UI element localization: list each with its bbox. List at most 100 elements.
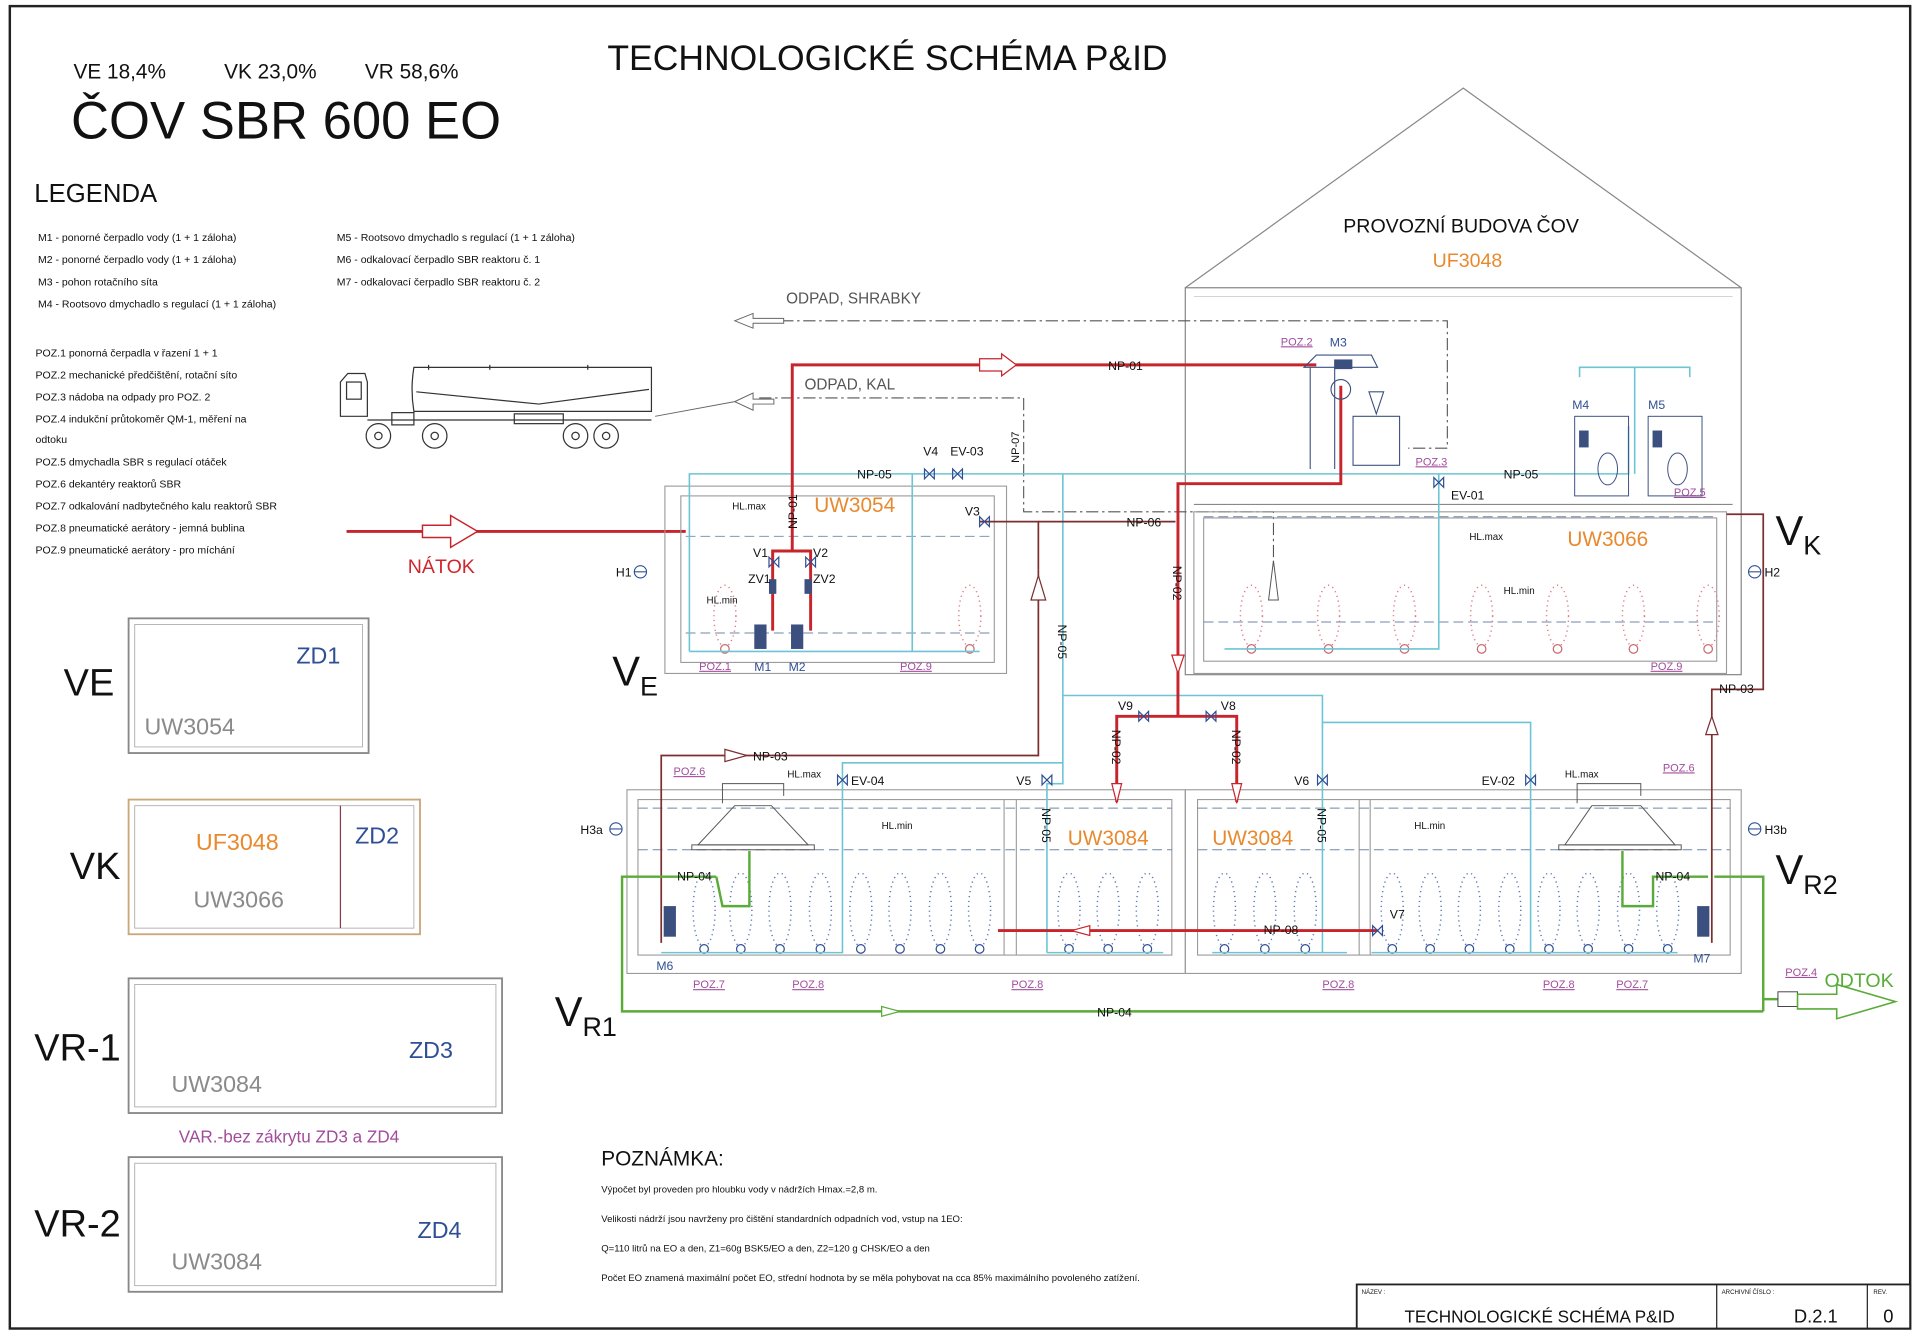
tank-code: UW3084 xyxy=(1212,827,1293,850)
pipe-label-np07: NP-07 xyxy=(1010,432,1022,463)
title-block-archive-label: ARCHIVNÍ ČÍSLO : xyxy=(1722,1289,1775,1296)
level-label: H3a xyxy=(580,823,603,837)
legend-item: M7 - odkalovací čerpadlo SBR reaktoru č.… xyxy=(337,276,541,288)
pos-label: POZ.9 xyxy=(900,661,932,673)
aerator-plume xyxy=(958,584,982,648)
motor-label: M2 xyxy=(789,660,806,674)
pipe-label-np05: NP-05 xyxy=(1504,468,1539,482)
tank-uw3054: UW3054 xyxy=(664,485,1008,674)
valve-label: EV-01 xyxy=(1451,489,1485,503)
pos-label: POZ.5 xyxy=(1674,487,1706,499)
zone-building-code: UF3048 xyxy=(196,829,279,855)
aerator-plume xyxy=(1621,584,1646,648)
sludge-pipes xyxy=(660,513,1765,943)
title-block-archive: D.2.1 xyxy=(1794,1305,1838,1326)
operations-building: PROVOZNÍ BUDOVA ČOV UF3048 xyxy=(1184,87,1742,676)
aerator-plume xyxy=(768,872,792,948)
legend-item: odtoku xyxy=(36,434,68,446)
valve-label: EV-02 xyxy=(1482,774,1516,788)
zone-cover-code: ZD2 xyxy=(355,823,399,849)
plant-title: ČOV SBR 600 EO xyxy=(71,91,501,150)
pipe-label-np08: NP-08 xyxy=(1264,923,1299,937)
valve-label: V7 xyxy=(1390,907,1405,921)
pipe-label-np03: NP-03 xyxy=(753,749,788,763)
aerator-plume xyxy=(1696,584,1720,648)
aerator-icon xyxy=(974,944,985,954)
blower-m5-icon xyxy=(1647,415,1703,497)
legend-item: M6 - odkalovací čerpadlo SBR reaktoru č.… xyxy=(337,254,541,266)
valve-label: ZV2 xyxy=(813,572,836,586)
valve-label: V9 xyxy=(1118,699,1133,713)
aerator-icon xyxy=(1476,644,1487,654)
pos-label: POZ.1 xyxy=(699,661,731,673)
legend-item: POZ.3 nádoba na odpady pro POZ. 2 xyxy=(36,391,211,403)
waste-screenings-label: ODPAD, SHRABKY xyxy=(786,291,921,308)
legend-positions: POZ.1 ponorná čerpadla v řazení 1 + 1 PO… xyxy=(36,347,278,556)
tank-code: UW3084 xyxy=(1068,827,1149,850)
zone-cover-code: ZD3 xyxy=(409,1037,453,1063)
inflow-label: NÁTOK xyxy=(408,555,475,578)
legend-item: POZ.6 dekantéry reaktorů SBR xyxy=(36,478,182,490)
pos-label: POZ.8 xyxy=(1543,979,1575,991)
zone-label: VE xyxy=(64,662,115,704)
motor-label: M1 xyxy=(754,660,771,674)
title-block-rev-label: REV. xyxy=(1873,1289,1887,1296)
zone-vk: VK UF3048 UW3066 ZD2 xyxy=(70,798,421,936)
hl-max-label: HL.max xyxy=(732,501,766,512)
legend-item: POZ.8 pneumatické aerátory - jemná bubli… xyxy=(36,522,245,534)
aerator-plume xyxy=(1576,872,1600,948)
aerator-plume xyxy=(1057,872,1081,948)
aerator-plume xyxy=(692,872,716,948)
pos-label: POZ.2 xyxy=(1281,336,1313,348)
aerator-plume xyxy=(1498,872,1522,948)
volume-main: V xyxy=(1775,846,1803,893)
legend-item: M3 - pohon rotačního síta xyxy=(38,276,158,288)
aerator-group xyxy=(692,584,1720,954)
decanter-icon xyxy=(691,783,1682,851)
motor-label: M5 xyxy=(1648,398,1665,412)
zone-tank-code: UW3066 xyxy=(193,886,283,912)
zone-tank-code: UW3084 xyxy=(171,1071,262,1097)
pos-label: POZ.8 xyxy=(792,979,824,991)
zone-ve: VE ZD1 UW3054 xyxy=(64,617,370,754)
aerator-plume xyxy=(928,872,953,948)
volume-label-vr2: VR2 xyxy=(1775,846,1837,900)
legend-item: M4 - Rootsovo dmychadlo s regulací (1 + … xyxy=(38,298,276,310)
aerator-icon xyxy=(935,944,946,954)
valve-label: V6 xyxy=(1294,774,1309,788)
legend-item: POZ.7 odkalování nadbytečného kalu reakt… xyxy=(36,500,278,512)
pipe-label-np05: NP-05 xyxy=(1315,808,1329,843)
level-label: H1 xyxy=(616,566,632,580)
aerator-plume xyxy=(1537,872,1561,948)
volume-label-vk: VK xyxy=(1775,507,1821,561)
legend-item: POZ.5 dmychadla SBR s regulací otáček xyxy=(36,456,228,468)
legend-item: POZ.1 ponorná čerpadla v řazení 1 + 1 xyxy=(36,347,218,359)
aerator-plume xyxy=(1096,872,1120,948)
legend-item: M2 - ponorné čerpadlo vody (1 + 1 záloha… xyxy=(38,254,236,266)
zone-tank-code: UW3084 xyxy=(171,1249,262,1275)
pos-label: POZ.4 xyxy=(1785,967,1817,979)
treated-water-pipes: ODTOK xyxy=(620,850,1899,1020)
aerator-icon xyxy=(1703,644,1714,654)
aerator-icon xyxy=(855,944,866,954)
aerator-plume xyxy=(1616,872,1641,948)
pipe-label-np01: NP-01 xyxy=(786,494,800,529)
notes: POZNÁMKA: Výpočet byl proveden pro hloub… xyxy=(601,1148,1140,1284)
aerator-plume xyxy=(1545,584,1570,648)
aerator-plume xyxy=(713,584,737,648)
waste-sludge-label: ODPAD, KAL xyxy=(804,376,895,393)
water-pipes xyxy=(771,352,1378,937)
ve-percentage: VE 18,4% xyxy=(73,60,166,83)
pipe-label-np01: NP-01 xyxy=(1108,359,1143,373)
flow-meter-icon xyxy=(1777,991,1799,1007)
pos-label: POZ.6 xyxy=(1663,762,1695,774)
valve-label: V2 xyxy=(813,546,828,560)
valve-label: V5 xyxy=(1016,774,1031,788)
pos-label: POZ.8 xyxy=(1322,979,1354,991)
volume-main: V xyxy=(555,988,583,1035)
zone-vr1: VR-1 ZD3 UW3084 xyxy=(34,977,503,1114)
aerator-icon xyxy=(1628,644,1639,654)
drawing-frame xyxy=(8,4,1912,1330)
valve-label: EV-03 xyxy=(950,444,984,458)
aerator-plume xyxy=(1212,872,1237,948)
